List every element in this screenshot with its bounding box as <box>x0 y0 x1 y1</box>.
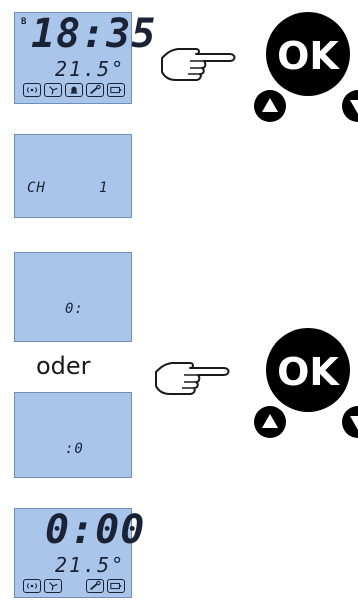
ok-label: OK <box>277 34 340 78</box>
lcd-screen-reset: 0:00 21.5° <box>14 507 144 598</box>
ok-label: OK <box>277 350 340 394</box>
ok-button-pad: OK <box>254 12 358 122</box>
down-arrow-icon <box>350 416 358 430</box>
down-button[interactable] <box>342 90 358 122</box>
battery-icon <box>107 83 125 97</box>
antenna-icon <box>23 579 41 593</box>
temperature-display: 21.5° <box>55 57 126 81</box>
ok-button-pad: OK <box>254 328 358 438</box>
up-arrow-icon <box>262 98 278 112</box>
connector-text: oder <box>36 352 91 380</box>
channel-label: CH <box>27 180 46 196</box>
lcd-screen-main: B 18:35 21.5° <box>14 11 155 104</box>
status-icon-row <box>23 579 125 593</box>
wrench-icon <box>86 579 104 593</box>
lcd-screen-hours: 0: <box>14 252 132 342</box>
mode-marker: B <box>21 17 27 27</box>
pointing-hand-icon <box>161 48 236 81</box>
channel-value: 1 <box>99 180 109 196</box>
lcd-screen-channel: CH 1 <box>14 134 132 218</box>
down-arrow-icon <box>350 100 358 114</box>
temperature-display: 21.5° <box>55 553 126 577</box>
pointing-hand-icon <box>155 362 230 395</box>
bell-icon <box>65 83 83 97</box>
fan-icon <box>44 83 62 97</box>
battery-icon <box>107 579 125 593</box>
clock-display: 18:35 <box>31 11 157 57</box>
antenna-icon <box>23 83 41 97</box>
wrench-icon <box>86 83 104 97</box>
hours-value: 0: <box>65 301 84 317</box>
clock-display: 0:00 <box>45 507 146 553</box>
down-button[interactable] <box>342 406 358 438</box>
up-arrow-icon <box>262 414 278 428</box>
fan-icon <box>44 579 62 593</box>
lcd-screen-minutes: :0 <box>14 392 132 478</box>
minutes-value: :0 <box>65 441 84 457</box>
status-icon-row <box>23 83 125 97</box>
